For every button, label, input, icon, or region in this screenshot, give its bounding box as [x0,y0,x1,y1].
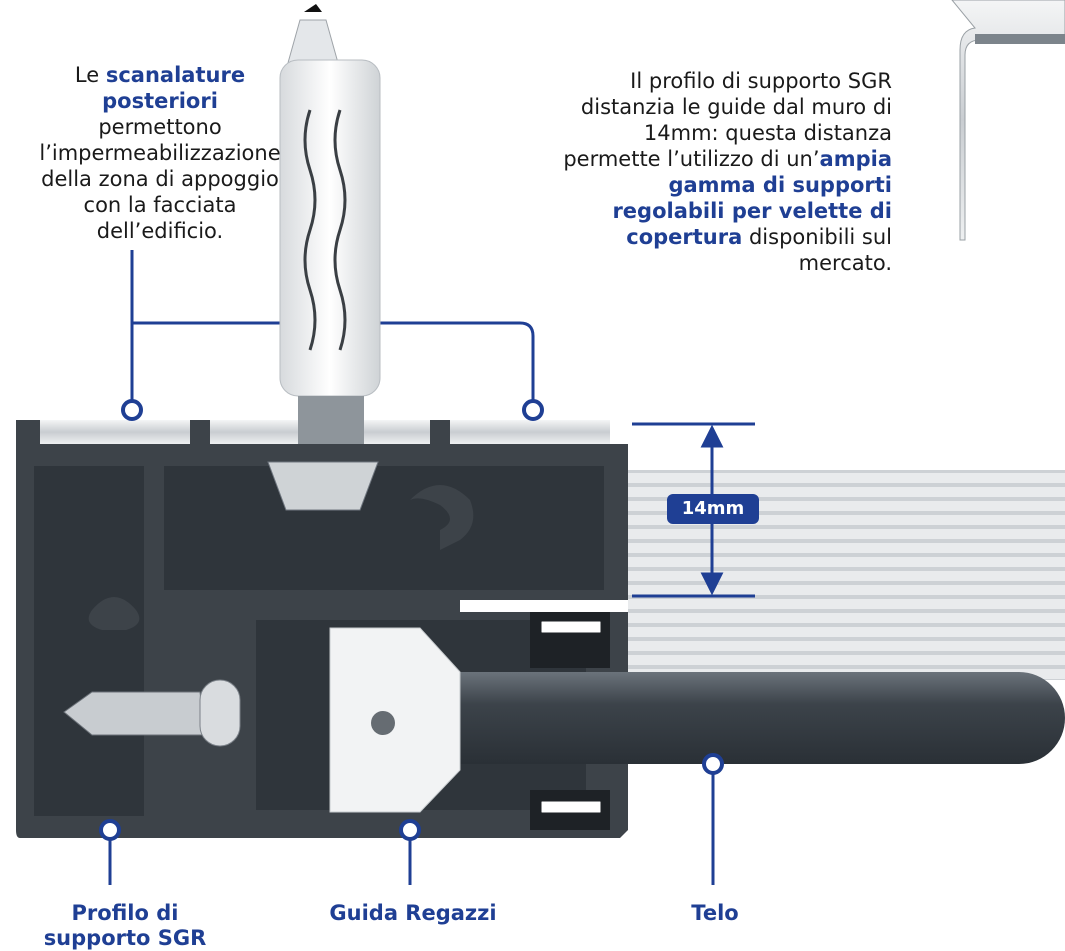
label-fabric: Telo [691,901,739,925]
note-wall-distance: Il profilo di supporto SGR distanzia le … [563,69,892,275]
end-cap [329,627,461,813]
label-guide: Guida Regazzi [329,901,497,925]
roller-tube [330,672,1065,764]
wall-dowel [267,4,381,511]
dimension-badge: 14mm [667,494,759,524]
leader-lines [108,250,715,885]
side-screw [63,679,241,747]
brush-seals [530,612,610,830]
callout-points [99,399,724,841]
label-profile: Profilo di supporto SGR [43,901,207,950]
note-rear-grooves: Le scanalature posteriori permettono l’i… [39,63,281,243]
alu-bracket-picture [951,0,1065,241]
